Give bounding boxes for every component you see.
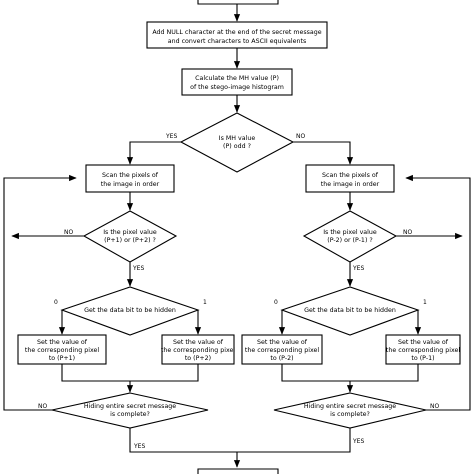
decision-pixel-right-line-2: (P-2) or (P-1) ? [327, 237, 373, 244]
decision-complete-right: Hiding entire secret message is complete… [273, 392, 427, 429]
step-set-p-minus-1: Set the value of the corresponding pixel… [385, 334, 461, 365]
decision-bit-right: Get the data bit to be hidden [280, 286, 420, 336]
decision-bit-left-line-1: Get the data bit to be hidden [84, 307, 176, 314]
step-set-p-minus-2-line-2: the corresponding pixel [245, 347, 319, 354]
connectors [3, 0, 471, 474]
process-steps: Add NULL character at the end of the sec… [17, 21, 461, 365]
decision-pixel-left-line-2: (P+1) or (P+2) ? [104, 237, 156, 244]
decision-pixel-left-line-1: Is the pixel value [103, 229, 157, 236]
label-complete-right-yes: YES [352, 438, 364, 445]
step-calc-mh-line-1: Calculate the MH value (P) [195, 75, 279, 82]
label-mh-no: NO [296, 133, 305, 140]
step-set-p-minus-1-line-2: the corresponding pixel [386, 347, 460, 354]
step-set-p-plus-1-line-3: to (P+1) [49, 355, 75, 362]
step-set-p-plus-2: Set the value of the corresponding pixel… [161, 334, 235, 365]
step-scan-left-line-1: Scan the pixels of [102, 172, 159, 179]
step-scan-left: Scan the pixels of the image in order [85, 164, 175, 193]
decision-complete-right-line-2: is complete? [330, 411, 370, 418]
start-box-partial [197, 0, 279, 5]
decision-bit-left: Get the data bit to be hidden [60, 286, 200, 336]
label-bit-right-0: 0 [274, 299, 278, 306]
decision-bit-right-line-1: Get the data bit to be hidden [304, 307, 396, 314]
step-scan-left-line-2: the image in order [101, 181, 160, 188]
edge-mh-yes [126, 141, 181, 165]
decision-mh-odd-line-2: (P) odd ? [223, 143, 251, 150]
edge-merge-left [61, 364, 199, 382]
decision-mh-odd-line-1: Is MH value [219, 135, 256, 142]
step-scan-right: Scan the pixels of the image in order [305, 164, 395, 193]
step-set-p-minus-2-line-1: Set the value of [257, 339, 308, 346]
step-set-p-minus-2: Set the value of the corresponding pixel… [241, 334, 323, 365]
step-set-p-plus-2-line-2: the corresponding pixel [161, 347, 235, 354]
edge-merge-right [281, 364, 419, 382]
step-set-p-minus-1-line-1: Set the value of [398, 339, 449, 346]
step-calc-mh-line-2: of the stego-image histogram [190, 84, 284, 91]
end-box-partial [197, 468, 279, 474]
label-pixel-left-yes: YES [132, 265, 144, 272]
decision-mh-odd: Is MH value (P) odd ? [179, 112, 295, 173]
edge-complete-left-yes [129, 428, 237, 453]
step-set-p-plus-1: Set the value of the corresponding pixel… [17, 334, 107, 365]
step-set-p-plus-1-line-2: the corresponding pixel [25, 347, 99, 354]
label-complete-right-no: NO [430, 403, 439, 410]
decisions: Is MH value (P) odd ? Is the pixel value… [51, 112, 427, 429]
label-pixel-right-no: NO [403, 229, 412, 236]
label-bit-left-0: 0 [54, 299, 58, 306]
label-complete-left-no: NO [38, 403, 47, 410]
label-pixel-left-no: NO [64, 229, 73, 236]
step-scan-right-line-1: Scan the pixels of [322, 172, 379, 179]
decision-pixel-left: Is the pixel value (P+1) or (P+2) ? [82, 210, 178, 263]
edge-mh-no [293, 141, 354, 165]
edge-complete-right-no [405, 174, 471, 411]
decision-complete-left-line-1: Hiding entire secret message [84, 403, 176, 410]
step-set-p-plus-2-line-1: Set the value of [173, 339, 224, 346]
label-bit-left-1: 1 [203, 299, 207, 306]
decision-pixel-right: Is the pixel value (P-2) or (P-1) ? [302, 210, 398, 263]
decision-complete-left-line-2: is complete? [110, 411, 150, 418]
edge-labels: YES NO NO NO YES YES 0 1 0 1 NO NO YES Y… [38, 133, 439, 450]
label-pixel-right-yes: YES [352, 265, 364, 272]
decision-pixel-right-line-1: Is the pixel value [323, 229, 377, 236]
step-set-p-plus-2-line-3: to (P+2) [185, 355, 211, 362]
step-scan-right-line-2: the image in order [321, 181, 380, 188]
edge-complete-right-yes [237, 428, 351, 453]
step-set-p-minus-1-line-3: to (P-1) [411, 355, 434, 362]
decision-complete-left: Hiding entire secret message is complete… [51, 392, 209, 429]
edge-complete-left-no [3, 174, 77, 411]
step-add-null-line-2: and convert characters to ASCII equivale… [168, 38, 307, 45]
label-mh-yes: YES [165, 133, 177, 140]
step-set-p-plus-1-line-1: Set the value of [37, 339, 88, 346]
step-add-null: Add NULL character at the end of the sec… [146, 21, 328, 49]
label-complete-left-yes: YES [133, 443, 145, 450]
label-bit-right-1: 1 [423, 299, 427, 306]
decision-complete-right-line-1: Hiding entire secret message [304, 403, 396, 410]
step-add-null-line-1: Add NULL character at the end of the sec… [152, 29, 321, 36]
step-set-p-minus-2-line-3: to (P-2) [270, 355, 293, 362]
step-calc-mh: Calculate the MH value (P) of the stego-… [181, 68, 293, 96]
